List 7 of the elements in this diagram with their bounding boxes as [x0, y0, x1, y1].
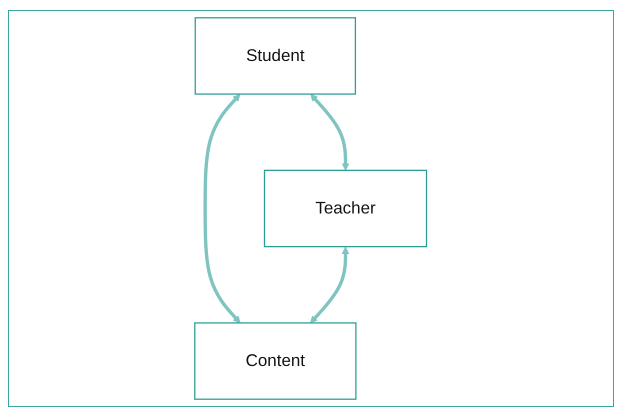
arrow [204, 94, 241, 324]
node-box [264, 170, 428, 248]
arrow [310, 94, 350, 171]
node-box [194, 17, 356, 95]
arrow [310, 246, 350, 324]
frame-border: Student Teacher Content [8, 10, 614, 407]
node-box [194, 322, 357, 400]
